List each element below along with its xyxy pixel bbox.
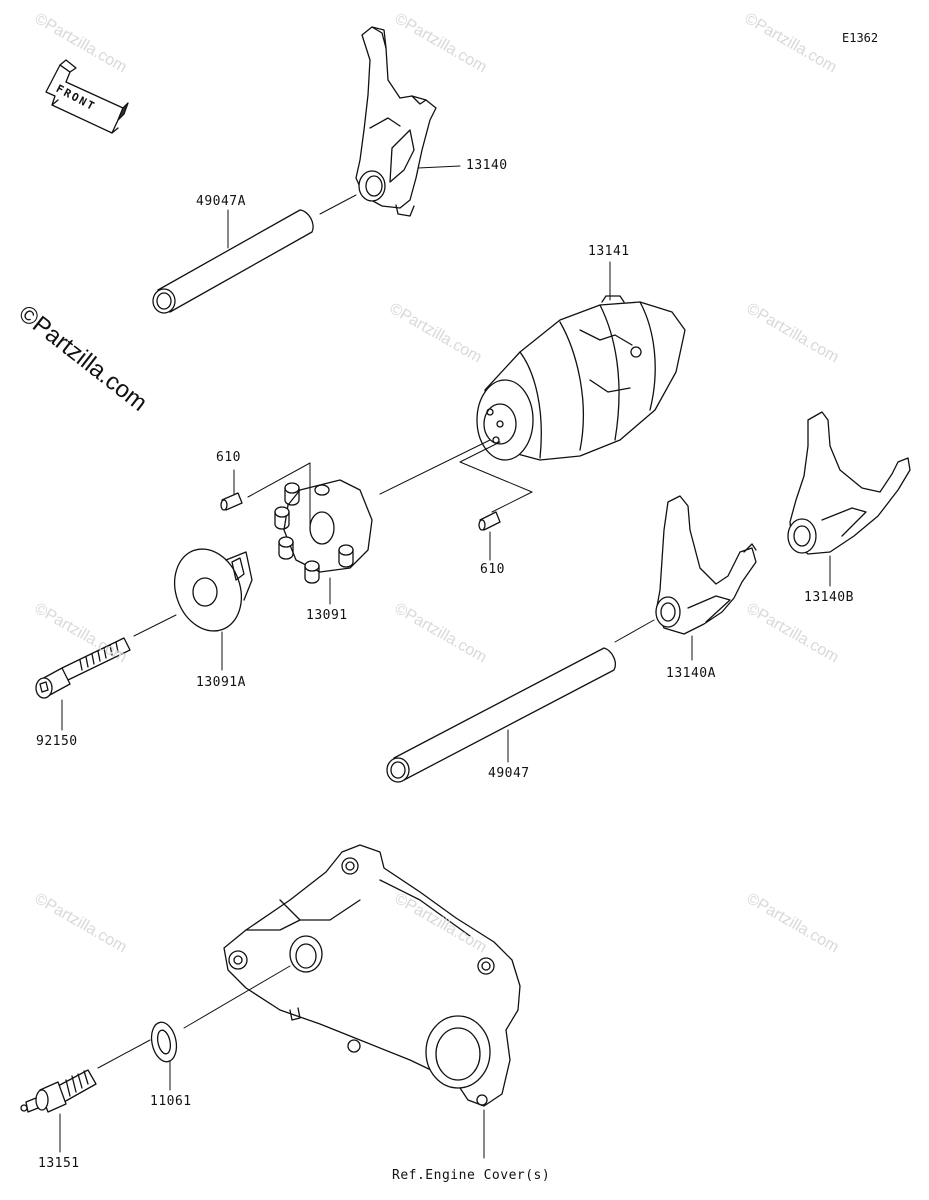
plate-13091A[interactable]	[164, 540, 253, 641]
washer-11061[interactable]	[148, 1020, 180, 1064]
part-label-49047[interactable]: 49047	[488, 766, 530, 781]
figure-code: E1362	[842, 31, 879, 45]
part-label-13151[interactable]: 13151	[38, 1156, 80, 1171]
ref-engine-cover-label[interactable]: Ref.Engine Cover(s)	[392, 1168, 551, 1183]
shaft-49047A[interactable]	[152, 209, 314, 314]
drum-cam-13091[interactable]	[274, 479, 373, 584]
part-label-49047A[interactable]: 49047A	[196, 194, 246, 209]
switch-13151[interactable]	[20, 1069, 97, 1113]
shift-fork-13140[interactable]	[355, 26, 437, 217]
part-label-13140A[interactable]: 13140A	[666, 666, 716, 681]
shaft-49047[interactable]	[386, 647, 616, 783]
shift-drum-13141[interactable]	[476, 295, 686, 461]
front-arrow-icon	[45, 59, 129, 134]
part-label-11061[interactable]: 11061	[150, 1094, 192, 1109]
part-label-13141[interactable]: 13141	[588, 244, 630, 259]
part-label-13091A[interactable]: 13091A	[196, 675, 246, 690]
engine-cover[interactable]	[223, 844, 521, 1107]
leader-lines	[59, 165, 831, 1159]
part-label-13140[interactable]: 13140	[466, 158, 508, 173]
part-label-13140B[interactable]: 13140B	[804, 590, 854, 605]
pin-610-right[interactable]	[478, 511, 501, 531]
shift-fork-13140B[interactable]	[787, 411, 911, 555]
bolt-92150[interactable]	[35, 637, 131, 699]
part-label-610-right[interactable]: 610	[480, 562, 505, 577]
part-label-13091[interactable]: 13091	[306, 608, 348, 623]
pin-610-left[interactable]	[220, 492, 243, 511]
part-label-610-left[interactable]: 610	[216, 450, 241, 465]
shift-fork-13140A[interactable]	[655, 495, 757, 635]
part-label-92150[interactable]: 92150	[36, 734, 78, 749]
